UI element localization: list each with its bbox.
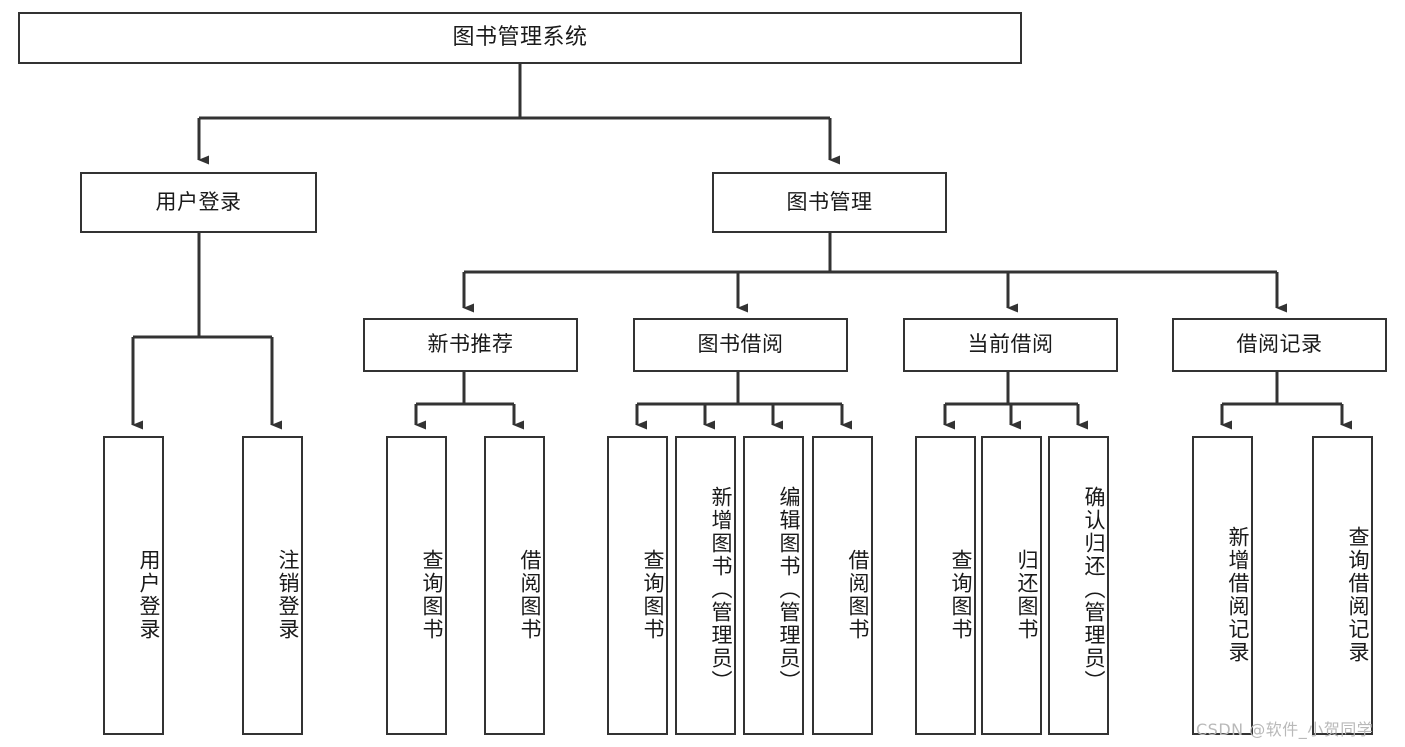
- leaf-user-login-logout[interactable]: 注销登录: [242, 436, 303, 735]
- leaf-current-borrow-query-book[interactable]: 查询图书: [915, 436, 976, 735]
- leaf-new-book-borrow-book[interactable]: 借阅图书: [484, 436, 545, 735]
- node-label: 新书推荐: [427, 332, 514, 357]
- leaf-borrow-record-add-record[interactable]: 新增借阅记录: [1192, 436, 1253, 735]
- node-label: 图书借阅: [697, 332, 784, 357]
- node-root-book-management-system[interactable]: 图书管理系统: [18, 12, 1022, 64]
- node-label: 用户登录: [137, 548, 161, 641]
- node-book-management[interactable]: 图书管理: [712, 172, 947, 233]
- leaf-borrow-record-query-record[interactable]: 查询借阅记录: [1312, 436, 1373, 735]
- node-label: 查询图书: [420, 548, 444, 641]
- node-label: 新增图书（管理员）: [709, 486, 733, 693]
- leaf-book-borrow-add-book-admin[interactable]: 新增图书（管理员）: [675, 436, 736, 735]
- node-label: 借阅图书: [518, 548, 542, 641]
- node-current-borrow[interactable]: 当前借阅: [903, 318, 1118, 372]
- node-label: 新增借阅记录: [1226, 525, 1250, 664]
- node-label: 归还图书: [1015, 548, 1039, 641]
- node-new-book-recommend[interactable]: 新书推荐: [363, 318, 578, 372]
- node-borrow-record[interactable]: 借阅记录: [1172, 318, 1387, 372]
- node-label: 借阅图书: [846, 548, 870, 641]
- leaf-book-borrow-query-book[interactable]: 查询图书: [607, 436, 668, 735]
- csdn-watermark: CSDN @软件_小贺同学: [1196, 720, 1374, 739]
- leaf-user-login-login[interactable]: 用户登录: [103, 436, 164, 735]
- node-user-login[interactable]: 用户登录: [80, 172, 317, 233]
- node-label: 查询图书: [641, 548, 665, 641]
- node-label: 编辑图书（管理员）: [777, 486, 801, 693]
- leaf-new-book-query-book[interactable]: 查询图书: [386, 436, 447, 735]
- node-label: 图书管理系统: [452, 24, 588, 50]
- node-label: 注销登录: [276, 548, 300, 641]
- leaf-current-borrow-confirm-return-admin[interactable]: 确认归还（管理员）: [1048, 436, 1109, 735]
- node-label: 借阅记录: [1236, 332, 1323, 357]
- node-label: 查询图书: [949, 548, 973, 641]
- node-book-borrow[interactable]: 图书借阅: [633, 318, 848, 372]
- leaf-book-borrow-edit-book-admin[interactable]: 编辑图书（管理员）: [743, 436, 804, 735]
- node-label: 图书管理: [786, 189, 873, 214]
- leaf-current-borrow-return-book[interactable]: 归还图书: [981, 436, 1042, 735]
- leaf-book-borrow-borrow-book[interactable]: 借阅图书: [812, 436, 873, 735]
- node-label: 当前借阅: [967, 332, 1054, 357]
- node-label: 查询借阅记录: [1346, 525, 1370, 664]
- node-label: 确认归还（管理员）: [1082, 486, 1106, 693]
- node-label: 用户登录: [155, 189, 242, 214]
